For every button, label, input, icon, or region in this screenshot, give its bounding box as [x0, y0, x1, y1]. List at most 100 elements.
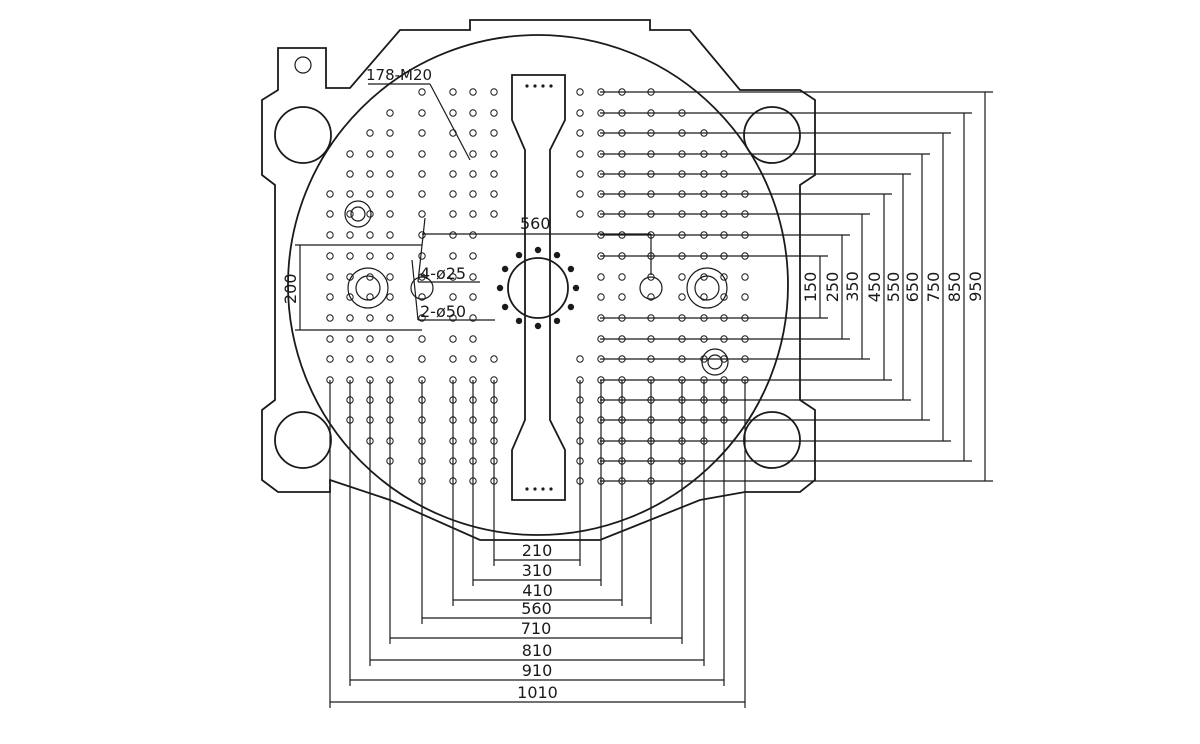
bolt-ring-hole	[567, 265, 575, 273]
bolt-ring-hole	[567, 303, 575, 311]
tapped-hole	[386, 252, 394, 260]
tapped-hole	[366, 314, 374, 322]
center-bolt-ring	[496, 246, 580, 330]
tapped-hole	[326, 190, 334, 198]
dim-label-horizontal: 560	[521, 599, 552, 618]
tapped-hole	[346, 170, 354, 178]
bolt-ring-hole	[572, 284, 580, 292]
tapped-hole	[326, 273, 334, 281]
tapped-hole	[700, 273, 708, 281]
tapped-hole	[469, 355, 477, 363]
tapped-hole	[366, 252, 374, 260]
platen-circle	[287, 34, 789, 536]
tapped-hole	[346, 231, 354, 239]
tapped-hole	[469, 293, 477, 301]
callout-178-m20: 178-M20	[366, 66, 432, 84]
tapped-hole	[326, 293, 334, 301]
dim-label-horizontal: 410	[522, 581, 553, 600]
tapped-hole	[386, 150, 394, 158]
bolt-ring-hole	[553, 251, 561, 259]
dim-label-vertical: 850	[945, 272, 964, 303]
tapped-hole	[418, 210, 426, 218]
dim-label-horizontal: 710	[521, 619, 552, 638]
tapped-hole	[449, 88, 457, 96]
ejector-hole-right	[639, 276, 663, 300]
tapped-hole	[618, 293, 626, 301]
tapped-hole	[346, 355, 354, 363]
bolt-ring-hole	[515, 251, 523, 259]
tapped-hole	[597, 293, 605, 301]
tapped-hole	[366, 190, 374, 198]
tapped-hole-grid	[326, 88, 749, 485]
tapped-hole	[469, 150, 477, 158]
tapped-hole	[490, 355, 498, 363]
bolt-ring-hole	[501, 265, 509, 273]
leader-2-dia50-arrow	[411, 259, 419, 321]
tapped-hole	[366, 335, 374, 343]
tapped-hole	[386, 129, 394, 137]
tapped-hole	[469, 129, 477, 137]
dim-label-560-inner: 560	[520, 214, 551, 233]
tapped-hole	[618, 273, 626, 281]
dim-label-horizontal: 910	[522, 661, 553, 680]
tapped-hole	[576, 170, 584, 178]
tapped-hole	[386, 355, 394, 363]
tapped-hole	[326, 314, 334, 322]
tapped-hole	[597, 273, 605, 281]
tapped-hole	[741, 293, 749, 301]
tapped-hole	[326, 335, 334, 343]
dim-label-horizontal: 310	[522, 561, 553, 580]
tapped-hole	[449, 355, 457, 363]
dim-label-vertical: 250	[823, 272, 842, 303]
tapped-hole	[418, 170, 426, 178]
tapped-hole	[346, 314, 354, 322]
slot-end-dots-bottom	[525, 487, 553, 491]
tapped-hole	[449, 252, 457, 260]
corner-hole-top-right	[743, 106, 801, 164]
callout-4-dia25: 4-ø25	[420, 264, 466, 283]
tapped-hole	[366, 355, 374, 363]
tapped-hole	[326, 231, 334, 239]
tapped-hole	[418, 129, 426, 137]
dim-label-vertical: 950	[966, 271, 985, 302]
bolt-ring-hole	[553, 317, 561, 325]
dim-label-vertical: 550	[884, 272, 903, 303]
tapped-hole	[678, 293, 686, 301]
tapped-hole	[418, 109, 426, 117]
tapped-hole	[346, 335, 354, 343]
tapped-hole	[469, 335, 477, 343]
tapped-hole	[418, 355, 426, 363]
tapped-hole	[449, 170, 457, 178]
bolt-ring-hole	[534, 246, 542, 254]
tapped-hole	[346, 190, 354, 198]
dim-label-horizontal: 810	[522, 641, 553, 660]
callout-2-dia50: 2-ø50	[420, 302, 466, 321]
tapped-hole	[418, 88, 426, 96]
tapped-hole	[418, 231, 426, 239]
tapped-hole	[576, 355, 584, 363]
tapped-hole	[366, 129, 374, 137]
tapped-hole	[449, 210, 457, 218]
tapped-hole	[490, 150, 498, 158]
tapped-hole	[449, 273, 457, 281]
bolt-ring-hole	[496, 284, 504, 292]
tapped-hole	[576, 88, 584, 96]
dim-label-200: 200	[281, 273, 300, 304]
locating-hole-left	[347, 267, 389, 309]
tapped-hole	[678, 273, 686, 281]
lift-eye-hole	[294, 56, 312, 74]
tapped-hole	[346, 150, 354, 158]
locating-hole-right	[686, 267, 728, 309]
dim-label-vertical: 450	[865, 272, 884, 303]
tapped-hole	[576, 150, 584, 158]
tapped-hole	[469, 170, 477, 178]
tapped-hole	[490, 129, 498, 137]
tapped-hole	[386, 210, 394, 218]
tapped-hole	[418, 252, 426, 260]
tapped-hole	[469, 252, 477, 260]
tapped-hole	[346, 252, 354, 260]
tapped-hole	[366, 150, 374, 158]
leader-178-m20-arrow	[429, 83, 471, 161]
